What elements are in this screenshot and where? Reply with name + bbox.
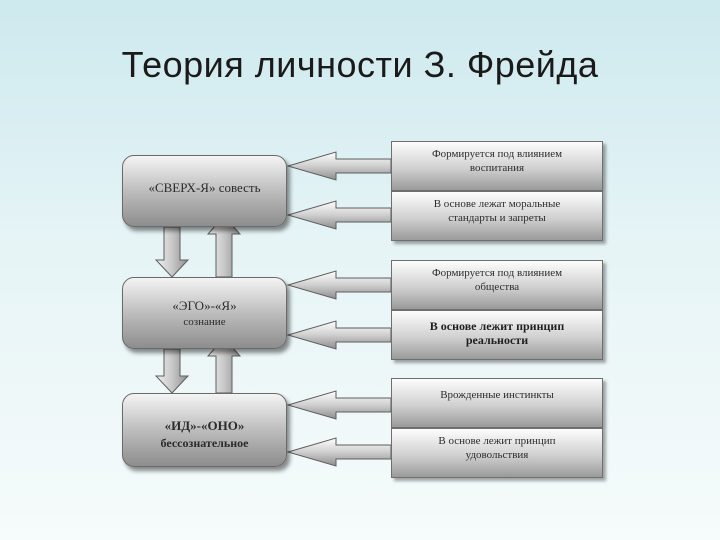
id-sublabel: бессознательное: [160, 436, 249, 450]
arrow-left-3: [286, 270, 392, 300]
note-line: удовольствия: [465, 449, 529, 461]
ego-sublabel: сознание: [183, 316, 226, 328]
note-box: В основе лежит принцип реальности: [391, 310, 603, 360]
id-block: «ИД»-«ОНО» бессознательное: [122, 393, 287, 467]
arrow-left-5: [286, 390, 392, 420]
note-line: Формируется под влиянием: [431, 148, 563, 160]
note-line: стандарты и запреты: [448, 212, 546, 224]
arrow-left-2: [286, 200, 392, 230]
note-box: Формируется под влиянием воспитания: [391, 141, 603, 191]
arrow-left-4: [286, 320, 392, 350]
note-line: Формируется под влиянием: [431, 267, 563, 279]
arrow-left-1: [286, 151, 392, 181]
arrow-down-2: [154, 348, 190, 394]
note-line: В основе лежит принцип: [429, 319, 565, 333]
superego-block: «СВЕРХ-Я» совесть: [122, 155, 287, 227]
note-line: общества: [474, 281, 520, 293]
note-box: В основе лежат моральные стандарты и зап…: [391, 191, 603, 241]
superego-label: «СВЕРХ-Я» совесть: [148, 180, 261, 195]
note-box: В основе лежит принцип удовольствия: [391, 428, 603, 478]
arrow-down-1: [154, 226, 190, 278]
note-line: воспитания: [469, 162, 525, 174]
note-box: Врожденные инстинкты: [391, 378, 603, 428]
arrow-left-6: [286, 437, 392, 467]
ego-label: «ЭГО»-«Я»: [172, 298, 237, 313]
note-line: Врожденные инстинкты: [440, 389, 554, 401]
ego-block: «ЭГО»-«Я» сознание: [122, 277, 287, 349]
id-label: «ИД»-«ОНО»: [164, 418, 245, 433]
slide-title: Теория личности З. Фрейда: [121, 44, 599, 85]
note-line: В основе лежит принцип: [438, 435, 556, 447]
note-line: В основе лежат моральные: [433, 198, 561, 210]
note-line: реальности: [465, 333, 529, 347]
note-box: Формируется под влиянием общества: [391, 260, 603, 310]
